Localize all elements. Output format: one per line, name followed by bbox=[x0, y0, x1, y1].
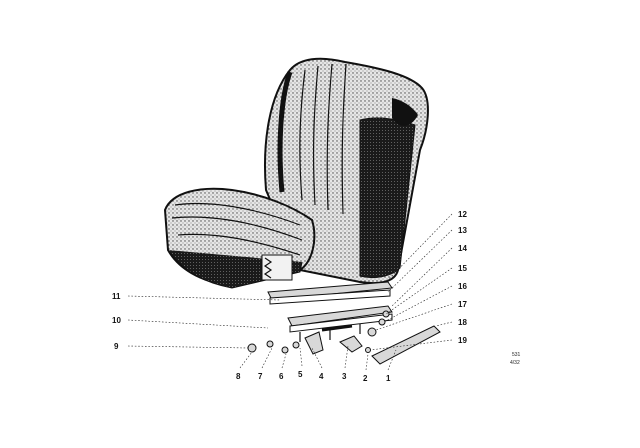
leader-4 bbox=[311, 347, 323, 369]
leader-8 bbox=[239, 351, 253, 369]
label-6: 6 bbox=[279, 372, 284, 381]
leader-7 bbox=[261, 347, 273, 369]
leader-3 bbox=[344, 345, 349, 369]
label-5: 5 bbox=[298, 370, 303, 379]
label-10: 10 bbox=[112, 316, 121, 325]
label-2: 2 bbox=[363, 374, 368, 383]
label-15: 15 bbox=[458, 264, 467, 273]
label-12: 12 bbox=[458, 210, 467, 219]
leader-9 bbox=[127, 345, 249, 349]
leader-1 bbox=[387, 349, 397, 371]
leader-2 bbox=[365, 353, 369, 371]
label-1: 1 bbox=[386, 374, 391, 383]
leader-18 bbox=[435, 321, 453, 327]
label-3: 3 bbox=[342, 372, 347, 381]
label-13: 13 bbox=[458, 226, 467, 235]
leader-14 bbox=[391, 247, 453, 307]
diagram-code: 531 4/32 bbox=[510, 352, 521, 366]
leader-11 bbox=[127, 295, 281, 301]
label-18: 18 bbox=[458, 318, 467, 327]
leader-13 bbox=[387, 229, 453, 293]
leader-6 bbox=[281, 353, 287, 369]
label-19: 19 bbox=[458, 336, 467, 345]
diagram-code-line1: 531 bbox=[512, 352, 521, 358]
seat-rails bbox=[267, 281, 393, 342]
seat-cushion bbox=[163, 187, 316, 289]
leader-12 bbox=[385, 213, 453, 283]
label-11: 11 bbox=[112, 292, 121, 301]
part-labels: 11 10 9 12 13 14 15 16 17 18 19 8 7 6 5 … bbox=[112, 210, 467, 383]
label-4: 4 bbox=[319, 372, 324, 381]
label-16: 16 bbox=[458, 282, 467, 291]
leader-19 bbox=[369, 339, 453, 351]
label-9: 9 bbox=[114, 342, 119, 351]
label-17: 17 bbox=[458, 300, 467, 309]
diagram-code-line2: 4/32 bbox=[510, 360, 520, 366]
label-8: 8 bbox=[236, 372, 241, 381]
leader-5 bbox=[299, 347, 303, 367]
label-14: 14 bbox=[458, 244, 467, 253]
leader-lines bbox=[127, 213, 453, 371]
leader-10 bbox=[127, 319, 269, 329]
label-7: 7 bbox=[258, 372, 263, 381]
leader-16 bbox=[383, 285, 453, 323]
